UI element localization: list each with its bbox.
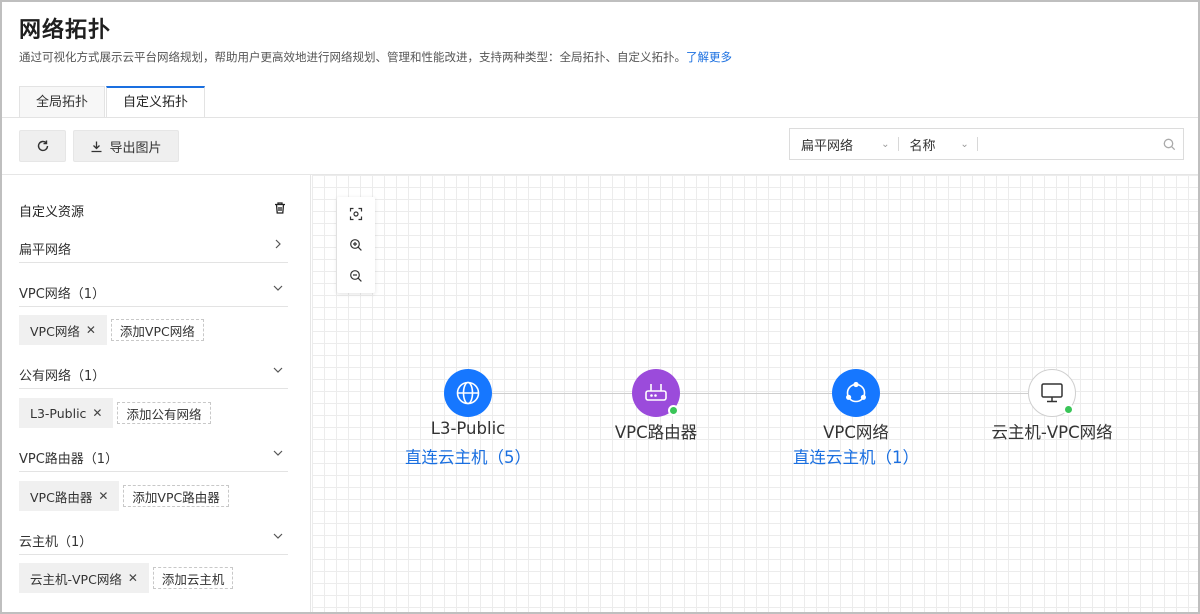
node-label: L3-Public — [430, 419, 506, 438]
search-bar: 扁平网络 ⌄ 名称 ⌄ — [789, 128, 1184, 160]
section-label: VPC路由器（1） — [19, 452, 119, 467]
close-icon[interactable]: ✕ — [127, 571, 138, 585]
node-vm-instance[interactable] — [1028, 369, 1076, 417]
node-label: 云主机-VPC网络 — [991, 423, 1113, 442]
add-vm-instance-button[interactable]: 添加云主机 — [152, 567, 234, 589]
chip-label: VPC网络 — [30, 323, 80, 339]
refresh-icon — [37, 140, 48, 152]
search-input[interactable] — [977, 129, 1156, 159]
tab-custom-topology[interactable]: 自定义拓扑 — [106, 86, 206, 117]
description-text: 通过可视化方式展示云平台网络规划，帮助用户更高效地进行网络规划、管理和性能改进，… — [19, 50, 686, 64]
section-label: VPC网络（1） — [19, 287, 106, 302]
add-public-network-button[interactable]: 添加公有网络 — [117, 402, 211, 424]
section-vpc-network[interactable]: VPC网络（1） — [19, 279, 288, 307]
chevron-down-icon — [273, 367, 283, 373]
chevron-down-icon — [273, 450, 283, 456]
chip-label: 云主机-VPC网络 — [30, 571, 122, 587]
vpc-network-chips: VPC网络 ✕ 添加VPC网络 — [19, 315, 204, 345]
select-divider — [976, 137, 978, 151]
add-vpc-network-button[interactable]: 添加VPC网络 — [110, 319, 204, 341]
export-image-label: 导出图片 — [109, 140, 162, 156]
globe-icon — [456, 381, 480, 405]
section-vpc-router[interactable]: VPC路由器（1） — [19, 444, 288, 472]
section-label: 扁平网络 — [19, 243, 72, 258]
zoom-in-icon[interactable] — [349, 238, 363, 252]
chip-label: VPC路由器 — [30, 489, 93, 505]
search-field-select[interactable]: 名称 ⌄ — [898, 129, 976, 159]
resource-chip: L3-Public ✕ — [19, 398, 114, 428]
router-icon — [645, 384, 667, 401]
toolbar-divider — [2, 174, 1198, 175]
download-icon — [91, 141, 102, 152]
close-icon[interactable]: ✕ — [92, 406, 103, 420]
search-icon[interactable] — [1156, 138, 1183, 151]
vm-instance-chips: 云主机-VPC网络 ✕ 添加云主机 — [19, 563, 234, 593]
topology-tabs: 全局拓扑 自定义拓扑 — [19, 86, 206, 117]
topology-link — [880, 393, 1028, 394]
tabs-divider — [2, 117, 1198, 118]
node-vpc-network[interactable] — [832, 369, 880, 417]
node-l3-public[interactable] — [444, 369, 492, 417]
trash-icon[interactable] — [273, 201, 287, 215]
node-vpc-router[interactable] — [632, 369, 680, 417]
resource-chip: 云主机-VPC网络 ✕ — [19, 563, 149, 593]
panel-title: 自定义资源 — [19, 205, 85, 220]
chevron-right-icon — [275, 239, 281, 249]
learn-more-link[interactable]: 了解更多 — [686, 50, 732, 64]
export-image-button[interactable]: 导出图片 — [73, 130, 179, 162]
zoom-out-icon[interactable] — [349, 269, 363, 283]
vpc-share-icon — [846, 381, 866, 403]
search-field-value: 名称 — [909, 138, 936, 154]
monitor-icon — [1041, 383, 1063, 403]
direct-vm-link[interactable]: 直连云主机（1） — [793, 448, 919, 467]
add-vpc-router-button[interactable]: 添加VPC路由器 — [123, 485, 229, 507]
network-type-select[interactable]: 扁平网络 ⌄ — [790, 129, 898, 159]
topology-link — [492, 393, 656, 394]
chevron-down-icon: ⌄ — [960, 138, 969, 150]
status-online-dot — [1063, 404, 1074, 415]
direct-vm-link[interactable]: 直连云主机（5） — [405, 448, 531, 467]
node-label: VPC网络 — [823, 423, 889, 442]
zoom-controls — [337, 197, 375, 293]
section-flat-network[interactable]: 扁平网络 — [19, 235, 288, 263]
chevron-down-icon — [273, 533, 283, 539]
node-label: VPC路由器 — [614, 423, 698, 442]
vpc-router-chips: VPC路由器 ✕ 添加VPC路由器 — [19, 481, 229, 511]
topology-canvas[interactable]: L3-Public 直连云主机（5） VPC路由器 VPC网络 直连云主机（1）… — [312, 175, 1198, 612]
select-divider — [897, 137, 899, 151]
close-icon[interactable]: ✕ — [85, 323, 96, 337]
public-network-chips: L3-Public ✕ 添加公有网络 — [19, 398, 211, 428]
network-type-value: 扁平网络 — [801, 138, 854, 154]
custom-resource-panel: 自定义资源 扁平网络 VPC网络（1） VPC网络 ✕ 添加VPC网络 公有网络（… — [2, 175, 311, 612]
section-vm-instance[interactable]: 云主机（1） — [19, 527, 288, 555]
fit-view-icon[interactable] — [349, 207, 363, 221]
section-public-network[interactable]: 公有网络（1） — [19, 361, 288, 389]
topology-link — [680, 393, 856, 394]
section-label: 云主机（1） — [19, 535, 93, 550]
chevron-down-icon — [273, 285, 283, 291]
page-title: 网络拓扑 — [19, 18, 112, 43]
chip-label: L3-Public — [30, 405, 87, 421]
close-icon[interactable]: ✕ — [98, 489, 109, 503]
chevron-down-icon: ⌄ — [881, 138, 890, 150]
page-description: 通过可视化方式展示云平台网络规划，帮助用户更高效地进行网络规划、管理和性能改进，… — [19, 49, 732, 65]
section-label: 公有网络（1） — [19, 369, 106, 384]
resource-chip: VPC网络 ✕ — [19, 315, 107, 345]
refresh-button[interactable] — [19, 130, 66, 162]
status-online-dot — [668, 405, 679, 416]
resource-chip: VPC路由器 ✕ — [19, 481, 120, 511]
tab-global-topology[interactable]: 全局拓扑 — [19, 86, 106, 117]
